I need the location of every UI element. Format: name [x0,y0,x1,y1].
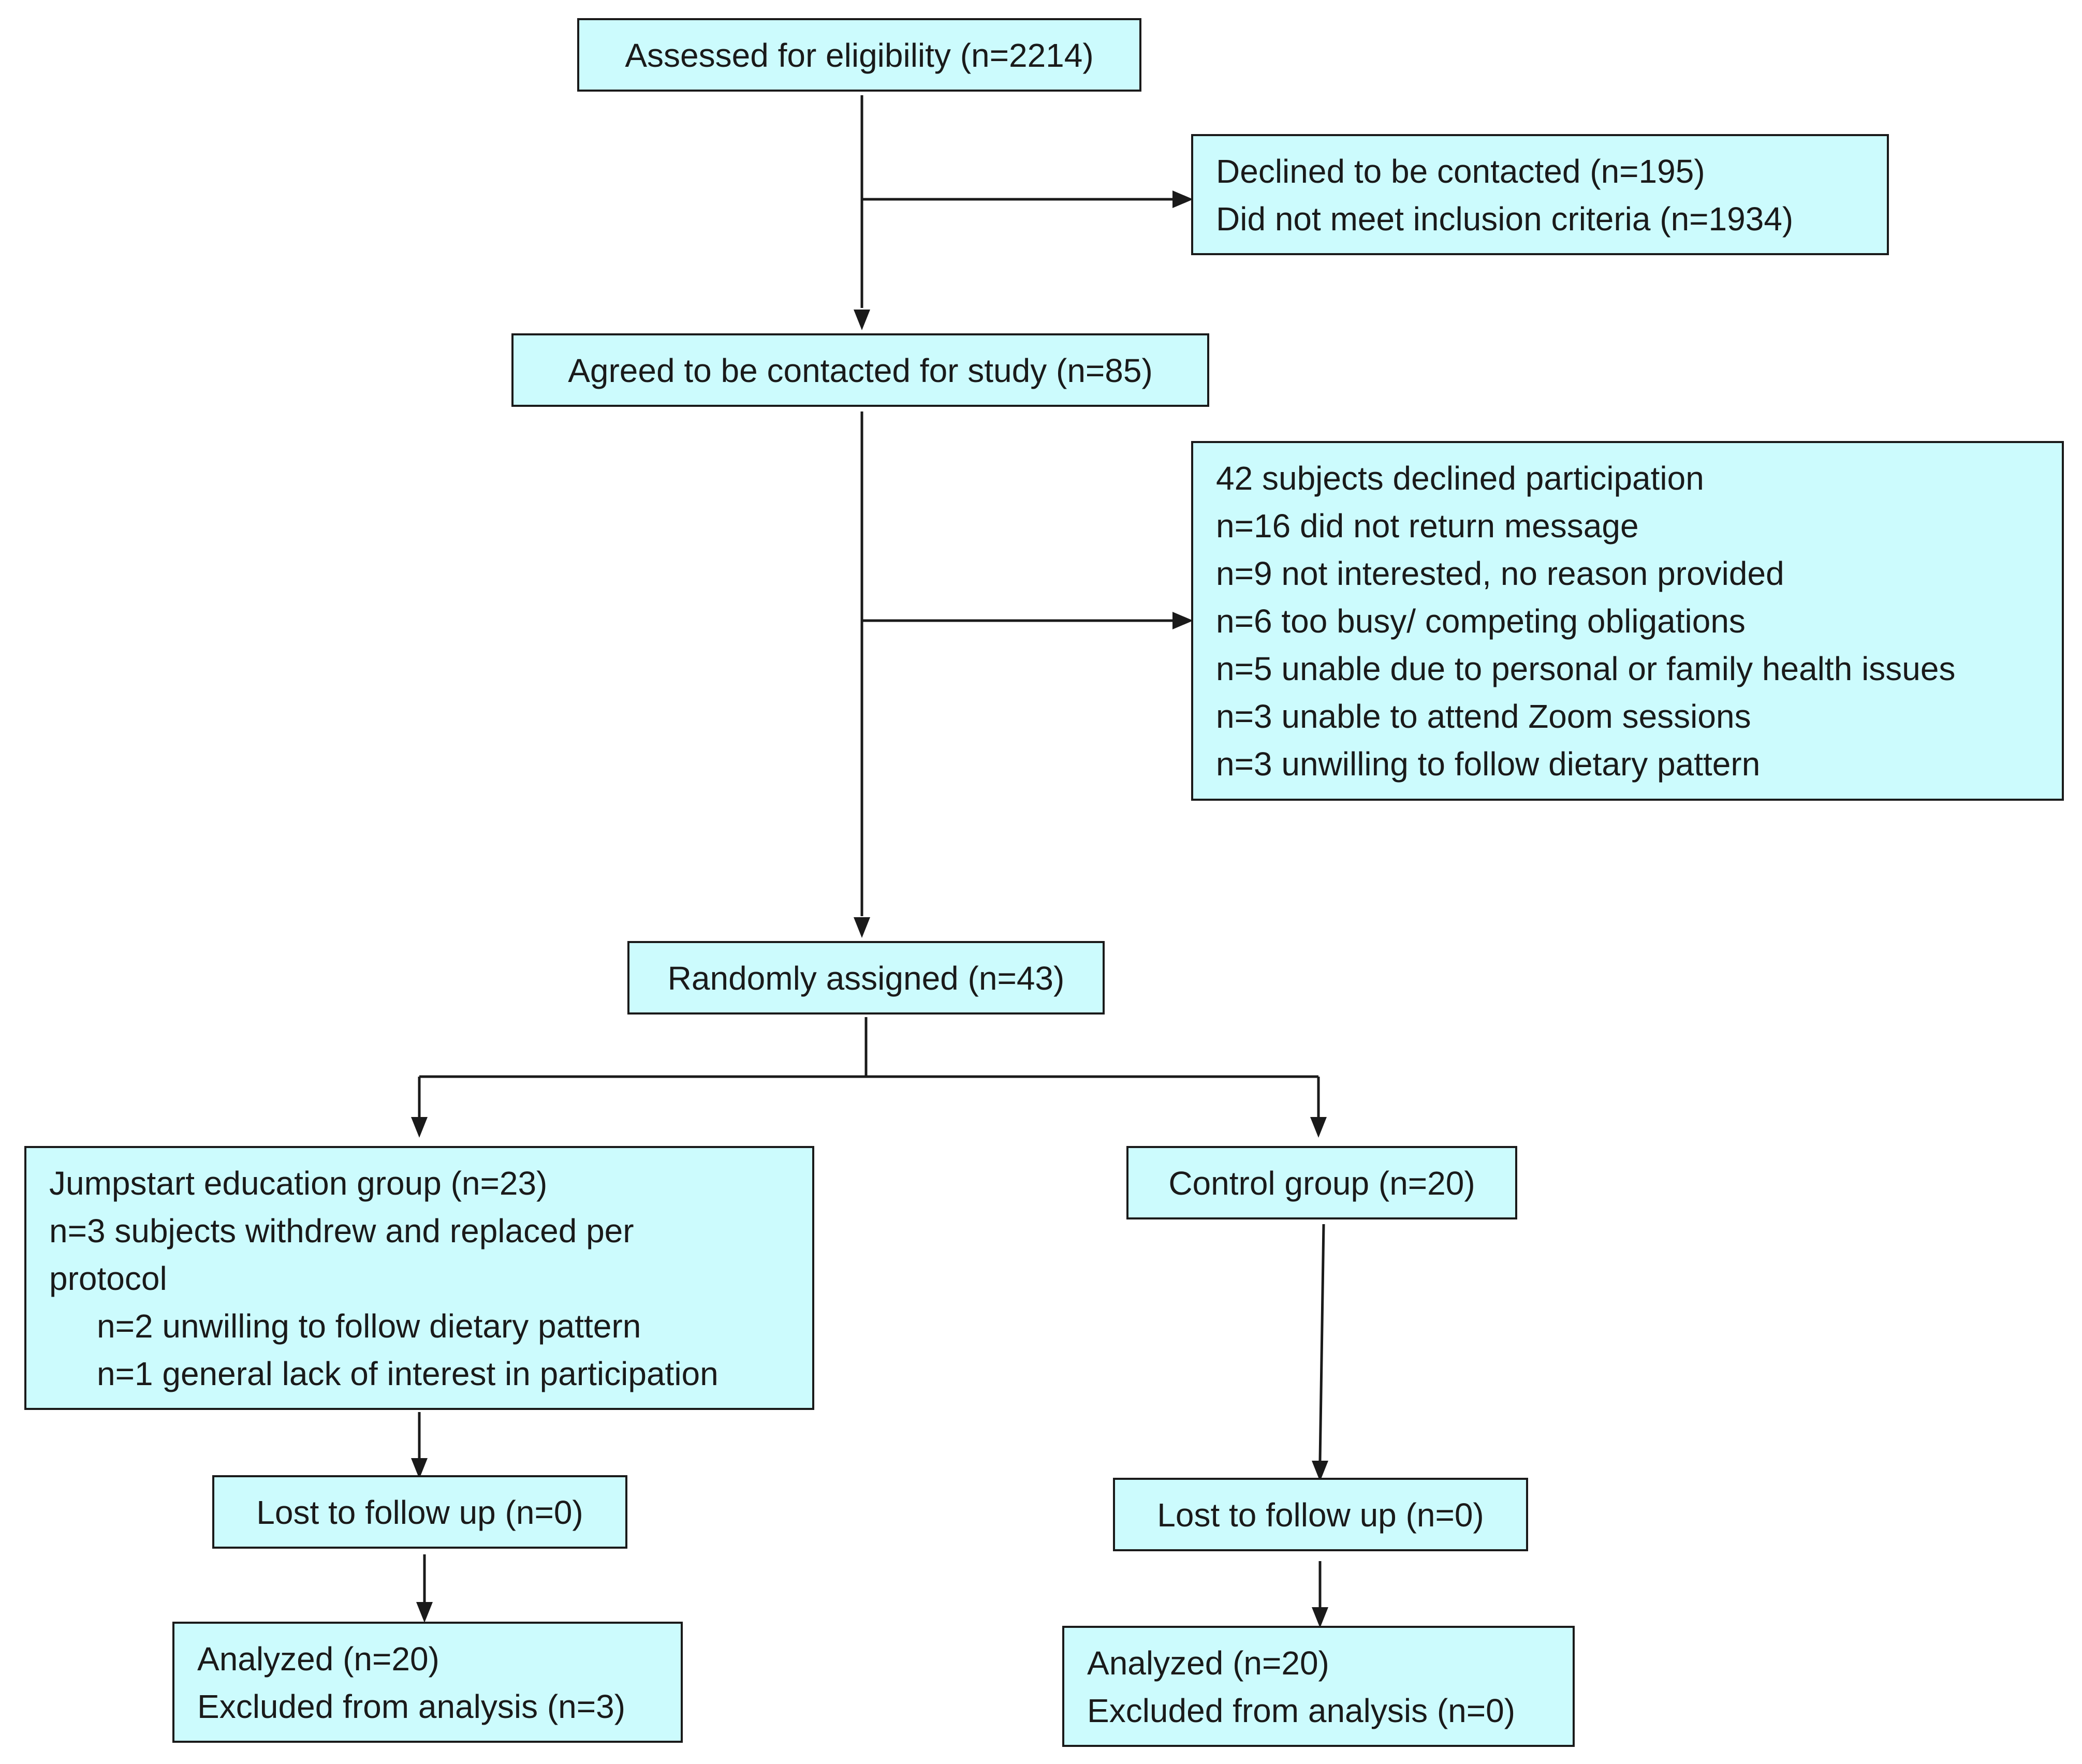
control-group-box: Control group (n=20) [1126,1146,1517,1219]
declined-line-4: n=6 too busy/ competing obligations [1216,602,1746,640]
jumpstart-analyzed-line-1: Analyzed (n=20) [197,1640,439,1678]
declined-line-6: n=3 unable to attend Zoom sessions [1216,698,1751,735]
control-analyzed-line-2: Excluded from analysis (n=0) [1087,1692,1516,1729]
arrowhead-control-lost [1312,1461,1328,1481]
arrowhead-jumpstart-lost [411,1458,428,1479]
jumpstart-analyzed-box: Analyzed (n=20) Excluded from analysis (… [172,1622,683,1743]
excluded-initial-line-1: Declined to be contacted (n=195) [1216,153,1705,190]
assessed-text: Assessed for eligibility (n=2214) [625,37,1094,74]
control-title: Control group (n=20) [1168,1165,1475,1202]
arrowhead-declined-participation [1172,612,1193,629]
excluded-initial-box: Declined to be contacted (n=195) Did not… [1191,134,1889,255]
arrowhead-jumpstart [411,1117,428,1138]
excluded-initial-line-2: Did not meet inclusion criteria (n=1934) [1216,200,1794,238]
arrowhead-control [1310,1117,1327,1138]
arrowhead-agreed [854,310,870,330]
jumpstart-line-3: protocol [49,1260,167,1297]
jumpstart-analyzed-line-2: Excluded from analysis (n=3) [197,1688,626,1725]
agreed-box: Agreed to be contacted for study (n=85) [511,333,1209,407]
agreed-text: Agreed to be contacted for study (n=85) [568,352,1153,389]
declined-line-7: n=3 unwilling to follow dietary pattern [1216,745,1761,783]
control-lost-box: Lost to follow up (n=0) [1113,1478,1528,1551]
jumpstart-line-2: n=3 subjects withdrew and replaced per [49,1212,634,1250]
declined-line-3: n=9 not interested, no reason provided [1216,555,1784,592]
control-analyzed-line-1: Analyzed (n=20) [1087,1644,1329,1682]
assessed-box: Assessed for eligibility (n=2214) [577,18,1141,92]
arrowhead-control-analyzed [1312,1607,1328,1628]
arrowhead-randomized [854,917,870,938]
control-lost-text: Lost to follow up (n=0) [1157,1496,1484,1534]
arrowhead-excluded-initial [1172,190,1193,208]
jumpstart-subline-1: n=2 unwilling to follow dietary pattern [97,1307,641,1345]
jumpstart-lost-text: Lost to follow up (n=0) [256,1494,583,1531]
jumpstart-group-box: Jumpstart education group (n=23) n=3 sub… [24,1146,814,1410]
declined-participation-box: 42 subjects declined participation n=16 … [1191,441,2064,801]
control-analyzed-box: Analyzed (n=20) Excluded from analysis (… [1062,1626,1575,1747]
arrowhead-jumpstart-analyzed [416,1602,433,1623]
jumpstart-line-1: Jumpstart education group (n=23) [49,1165,548,1202]
jumpstart-subline-2: n=1 general lack of interest in particip… [97,1355,719,1392]
declined-line-5: n=5 unable due to personal or family hea… [1216,650,1956,687]
randomized-box: Randomly assigned (n=43) [627,941,1105,1015]
arrow-control-to-lost [1318,1224,1325,1461]
randomized-text: Randomly assigned (n=43) [667,960,1065,997]
declined-line-1: 42 subjects declined participation [1216,460,1704,497]
declined-line-2: n=16 did not return message [1216,507,1639,545]
jumpstart-lost-box: Lost to follow up (n=0) [212,1475,627,1549]
